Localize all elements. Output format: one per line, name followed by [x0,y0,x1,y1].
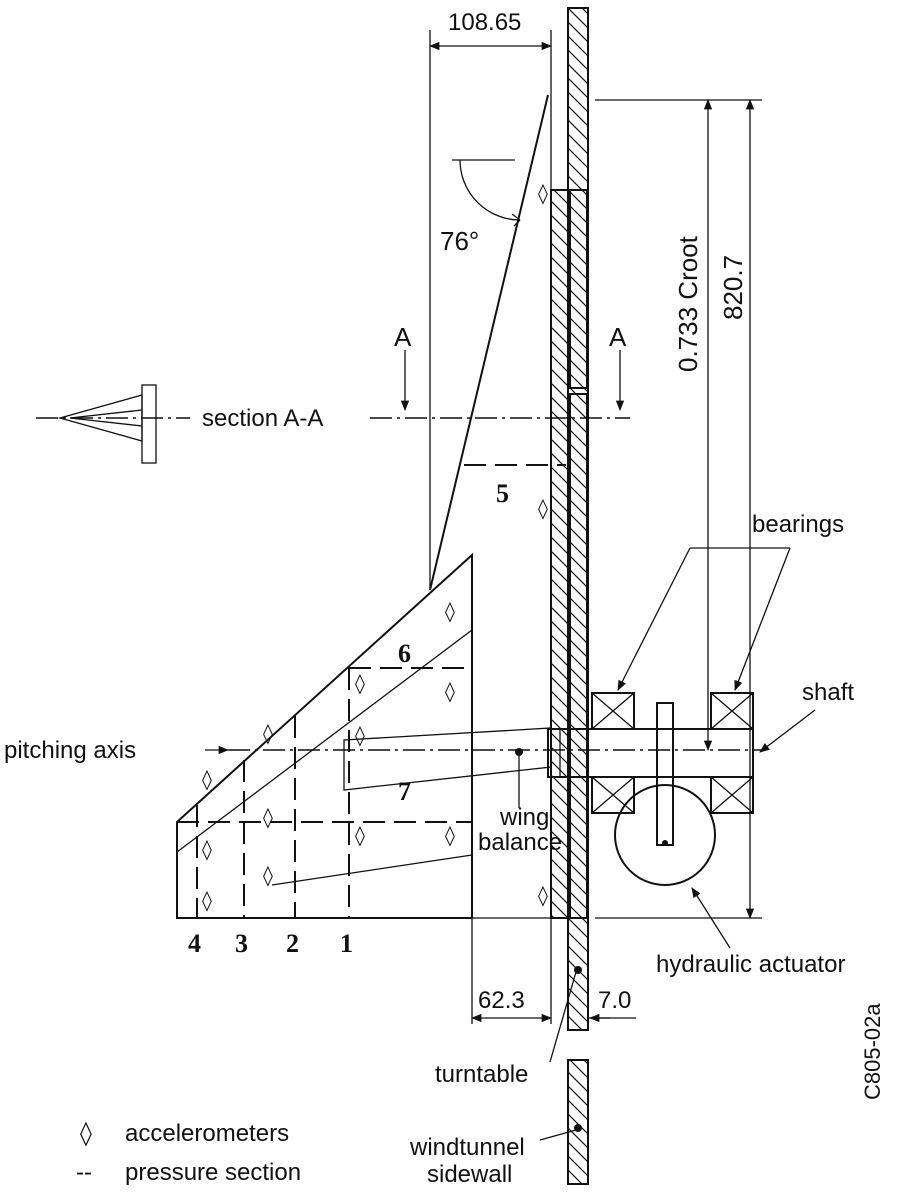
turntable [550,189,588,919]
section-a-a-label: section A-A [202,405,323,432]
bearing-left [591,692,635,814]
hydraulic-actuator-pointer [691,887,731,949]
sidewall-pointer [539,1129,577,1141]
wing-balance-label-line2: balance [478,829,562,856]
gap-wing-wall-label: 62.3 [478,987,525,1014]
croot-ratio-label: 0.733 Croot [673,235,703,372]
chordwise-pressure-sections [196,668,350,918]
windtunnel-label-line1: windtunnel [409,1134,525,1161]
accelerometer-markers: ◊ ◊ ◊ ◊ ◊ ◊ ◊ ◊ ◊ ◊ ◊ ◊ ◊ ◊ ◊ [202,181,548,912]
pressure-section-2-label: 2 [286,929,299,958]
svg-text:◊: ◊ [538,181,548,205]
legend: ◊ accelerometers -- pressure section [76,1119,301,1186]
legend-pressure-section-label: pressure section [125,1159,301,1186]
svg-text:◊: ◊ [202,888,212,912]
height-total-label: 820.7 [718,255,748,320]
bearings-pointers [617,547,791,691]
turntable-label: turntable [435,1061,528,1088]
sweep-angle-label: 76° [440,226,479,256]
bearings-label: bearings [752,511,844,538]
svg-text:◊: ◊ [355,671,365,695]
pressure-section-1-label: 1 [340,929,353,958]
shaft-label: shaft [802,679,854,706]
hydraulic-actuator [614,702,716,886]
figure-code: C805-02a [860,1003,885,1100]
section-marker-right: A [609,322,627,352]
svg-text:◊: ◊ [355,823,365,847]
bottom-dimension-lines [470,918,636,1024]
pressure-section-3-label: 3 [235,929,248,958]
pressure-section-6-label: 6 [398,639,411,668]
svg-text:◊: ◊ [202,837,212,861]
section-a-a-line [36,350,630,419]
gap-wall-turntable-label: 7.0 [598,987,631,1014]
hydraulic-actuator-label: hydraulic actuator [656,951,845,978]
svg-text:◊: ◊ [445,823,455,847]
airfoil-section [57,384,157,464]
svg-text:◊: ◊ [355,723,365,747]
svg-text:◊: ◊ [538,883,548,907]
section-marker-left: A [394,322,412,352]
wing-balance-label-line1: wing [499,804,549,831]
pressure-section-7-label: 7 [398,777,411,806]
shaft-pointer [759,709,816,753]
right-dimension-lines [595,98,762,920]
outboard-wing [429,30,552,591]
turntable-pointer [549,971,577,1063]
svg-text:◊: ◊ [445,679,455,703]
sweep-angle-arc [452,159,521,227]
pressure-section-4-label: 4 [188,929,201,958]
svg-text:◊: ◊ [263,721,273,745]
legend-accelerometers-label: accelerometers [125,1120,289,1147]
svg-text:◊: ◊ [445,599,455,623]
windtunnel-label-line2: sidewall [427,1161,512,1188]
pressure-section-5-label: 5 [496,479,509,508]
top-width-label: 108.65 [448,9,521,36]
svg-text:◊: ◊ [538,496,548,520]
wing-balance-beam [343,727,552,791]
svg-text:◊: ◊ [263,805,273,829]
pitching-axis-label: pitching axis [4,737,136,764]
legend-accelerometer-symbol: ◊ [80,1119,92,1147]
bearing-right [710,692,754,814]
legend-pressure-symbol: -- [76,1159,92,1186]
svg-text:◊: ◊ [202,767,212,791]
svg-text:◊: ◊ [263,863,273,887]
